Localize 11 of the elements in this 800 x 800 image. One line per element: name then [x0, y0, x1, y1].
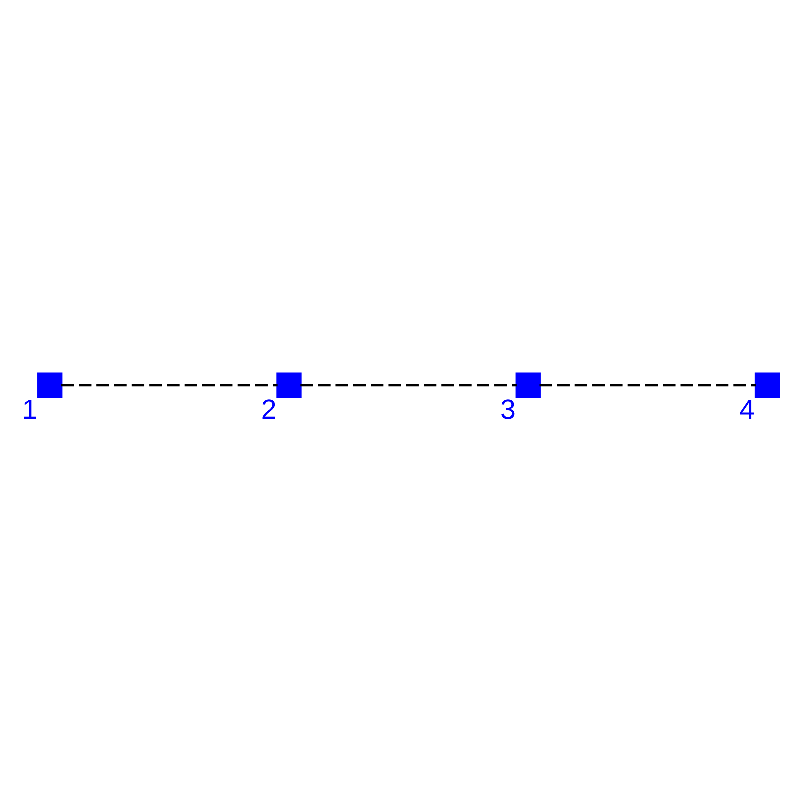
connector: [540, 384, 756, 386]
node-label: 4: [740, 393, 756, 424]
node-box: [516, 372, 541, 398]
node-box: [276, 372, 302, 398]
node-box: [38, 372, 63, 398]
node-box: [754, 372, 780, 398]
node-label: 3: [500, 393, 516, 424]
node-label: 1: [22, 393, 38, 424]
connector: [62, 384, 278, 386]
node-label: 2: [261, 393, 277, 424]
connector: [300, 384, 517, 386]
